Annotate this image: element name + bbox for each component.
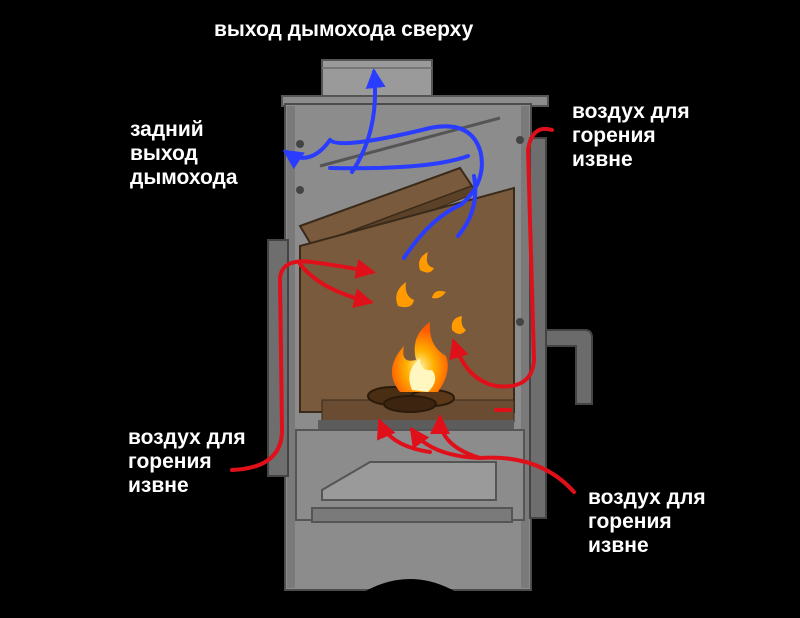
label-air-upper-right: воздух для горения извне [572, 100, 690, 172]
flame-icon [391, 252, 466, 392]
label-air-lower-right-line-2: горения [588, 510, 672, 533]
smoke-flow-arrows [282, 68, 484, 260]
base-arch [330, 579, 490, 618]
label-rear-flue-line-2: выход [130, 142, 198, 165]
label-air-upper-right-line-3: извне [572, 148, 633, 171]
label-air-lower-right-line-3: извне [588, 534, 649, 557]
label-air-left-line-3: извне [128, 474, 189, 497]
label-air-lower-right-line-1: воздух для [588, 486, 706, 509]
label-rear-flue-line-3: дымохода [130, 166, 238, 189]
label-air-upper-right-line-2: горения [572, 124, 656, 147]
ash-drawer [295, 429, 525, 523]
label-rear-flue: задний выход дымохода [130, 118, 238, 190]
label-rear-flue-line-1: задний [130, 118, 204, 141]
air-flow-arrows [230, 127, 576, 494]
label-air-left: воздух для горения извне [128, 426, 246, 498]
label-air-left-line-1: воздух для [128, 426, 246, 449]
label-air-upper-right-line-1: воздух для [572, 100, 690, 123]
label-air-left-line-2: горения [128, 450, 212, 473]
label-top-flue: выход дымохода сверху [214, 18, 474, 41]
label-air-lower-right: воздух для горения извне [588, 486, 706, 558]
